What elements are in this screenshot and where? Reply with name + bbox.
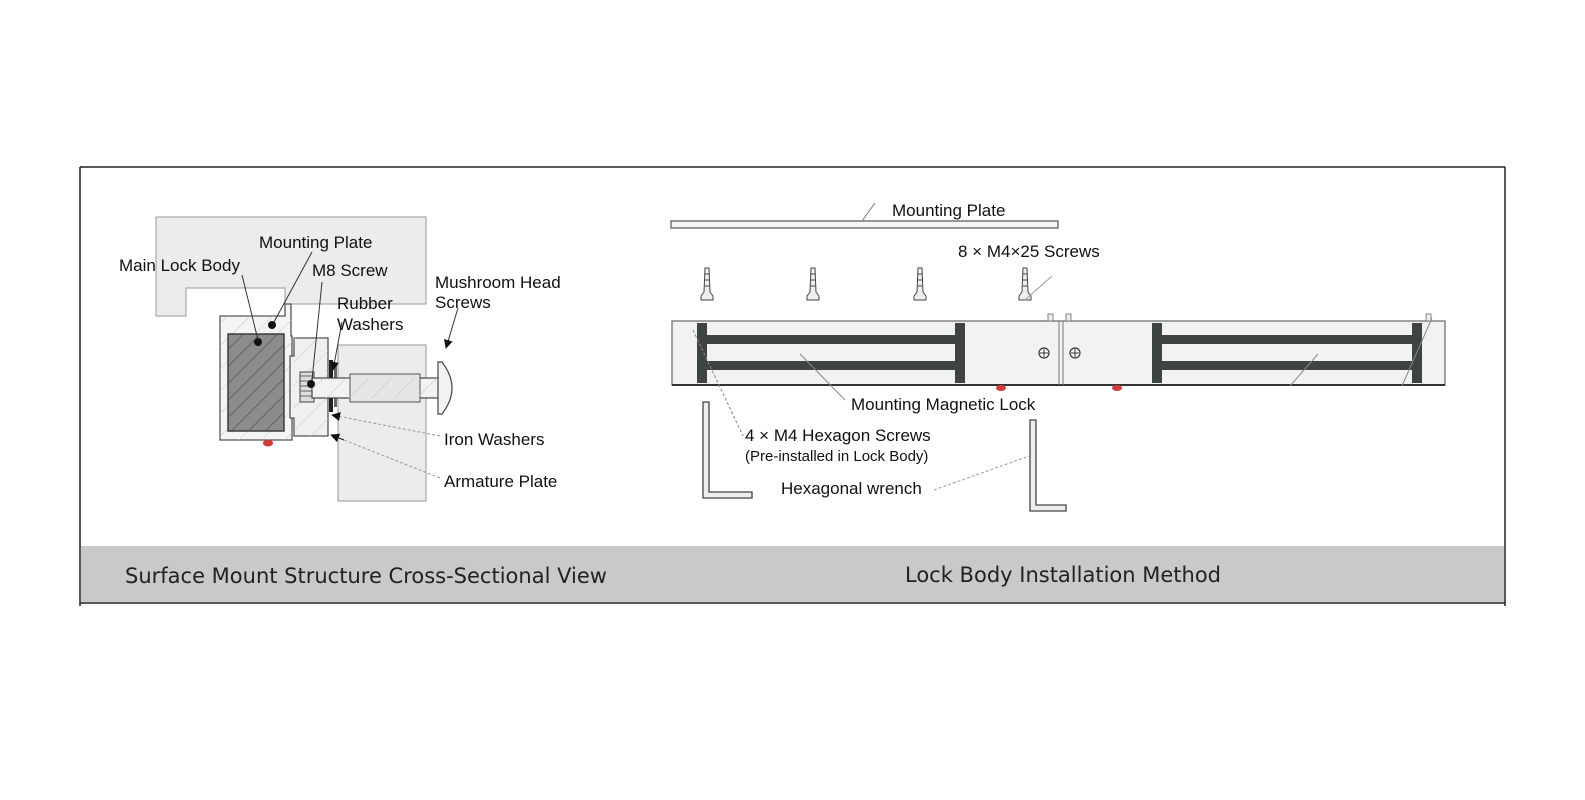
label-mounting-plate-right: Mounting Plate <box>892 201 1005 220</box>
label-main-lock-body: Main Lock Body <box>119 256 240 275</box>
mounting-plate-bar <box>670 220 1059 229</box>
installation-drawing <box>670 202 1446 512</box>
label-mounting-magnetic-lock: Mounting Magnetic Lock <box>851 395 1036 414</box>
label-m8-screw: M8 Screw <box>312 261 388 280</box>
label-hex-screws: 4 × M4 Hexagon Screws <box>745 426 931 445</box>
caption-cross-section: Surface Mount Structure Cross-Sectional … <box>125 564 607 588</box>
label-iron-washers: Iron Washers <box>444 430 544 449</box>
label-rubber-washers-line2: Washers <box>337 315 403 334</box>
diagram-frame <box>79 166 1506 606</box>
magnetic-lock-body <box>671 313 1446 437</box>
hex-wrench-right <box>1029 419 1067 512</box>
cross-section-drawing <box>155 216 459 502</box>
caption-installation: Lock Body Installation Method <box>905 563 1221 587</box>
hex-wrench-left <box>702 401 753 499</box>
label-hex-screws-note: (Pre-installed in Lock Body) <box>745 448 928 465</box>
label-screws: 8 × M4×25 Screws <box>958 242 1100 261</box>
label-mushroom-head-line2: Screws <box>435 293 491 312</box>
label-mounting-plate-left: Mounting Plate <box>259 233 372 252</box>
label-mushroom-head-line1: Mushroom Head <box>435 273 561 292</box>
screw-row <box>700 267 1032 301</box>
label-rubber-washers-line1: Rubber <box>337 294 393 313</box>
label-armature-plate: Armature Plate <box>444 472 557 491</box>
label-hex-wrench: Hexagonal wrench <box>781 479 922 498</box>
caption-band <box>81 546 1504 602</box>
